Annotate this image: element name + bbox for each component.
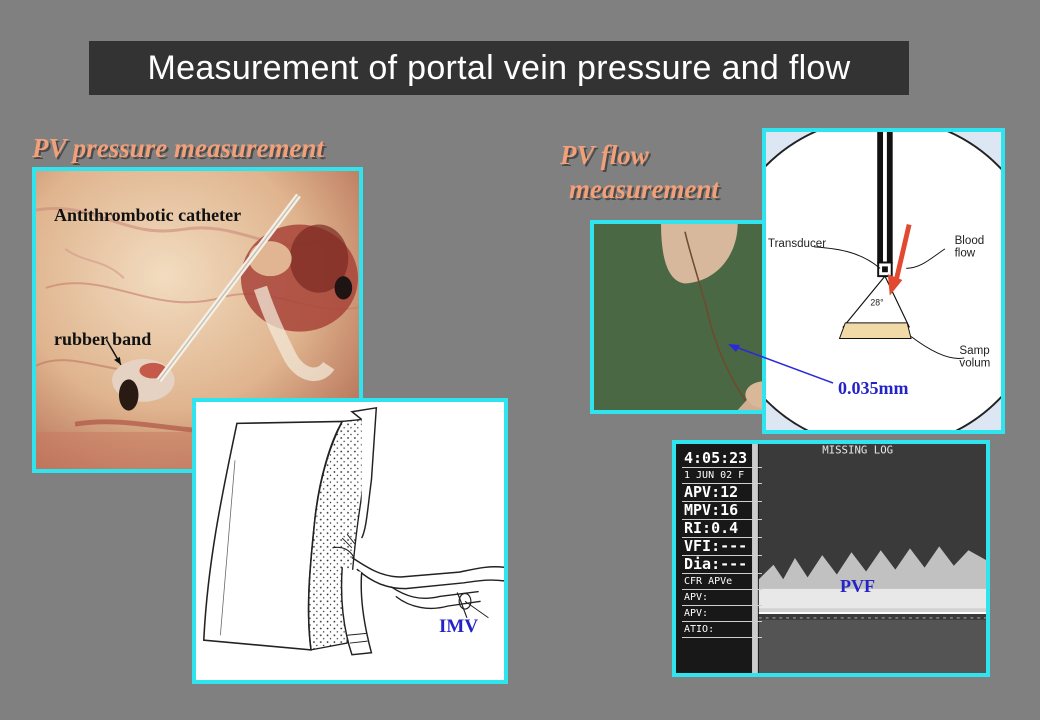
sample-text-1: Samp xyxy=(959,344,989,357)
pv-flow-heading-line2: measurement xyxy=(569,174,720,204)
readout-dia: Dia:--- xyxy=(682,556,762,574)
doppler-screen: MISSING LOG 4:05:23 1 JUN 02 F APV:12 MP… xyxy=(672,440,990,677)
doppler-screen-image: MISSING LOG xyxy=(676,444,986,673)
sample-text-2: volum xyxy=(959,357,990,370)
readout-cfr: CFR APVe xyxy=(682,574,762,590)
readout-apv-lower-1: APV: xyxy=(682,590,762,606)
wire-size-label: 0.035mm xyxy=(838,378,909,398)
readout-ri: RI:0.4 xyxy=(682,520,762,538)
doppler-readout-panel: 4:05:23 1 JUN 02 F APV:12 MPV:16 RI:0.4 … xyxy=(682,450,762,656)
readout-date: 1 JUN 02 F xyxy=(682,468,762,484)
rubber-band-label: rubber band xyxy=(54,329,152,349)
imv-label: IMV xyxy=(439,616,479,637)
wire-photo-image xyxy=(594,224,776,410)
angle-text: 28° xyxy=(870,297,883,307)
blood-text-2: flow xyxy=(955,247,976,260)
pv-pressure-heading: PV pressure measurement xyxy=(32,133,325,163)
pv-flow-heading-line1: PV flow xyxy=(560,140,649,170)
readout-vfi: VFI:--- xyxy=(682,538,762,556)
wire-photo xyxy=(590,220,780,414)
pvf-label: PVF xyxy=(840,576,875,596)
screen-top-text: MISSING LOG xyxy=(822,444,893,457)
slide-title: Measurement of portal vein pressure and … xyxy=(89,41,909,95)
readout-apv: APV:12 xyxy=(682,484,762,502)
catheter-label: Antithrombotic catheter xyxy=(54,205,242,225)
liver-drawing: IMV xyxy=(192,398,508,684)
readout-apv-lower-2: APV: xyxy=(682,606,762,622)
blood-text-1: Blood xyxy=(955,234,985,247)
readout-time: 4:05:23 xyxy=(682,450,762,468)
liver-drawing-image xyxy=(202,406,504,656)
transducer-text: Transducer xyxy=(768,237,826,250)
readout-atio: ATIO: xyxy=(682,622,762,638)
readout-mpv: MPV:16 xyxy=(682,502,762,520)
